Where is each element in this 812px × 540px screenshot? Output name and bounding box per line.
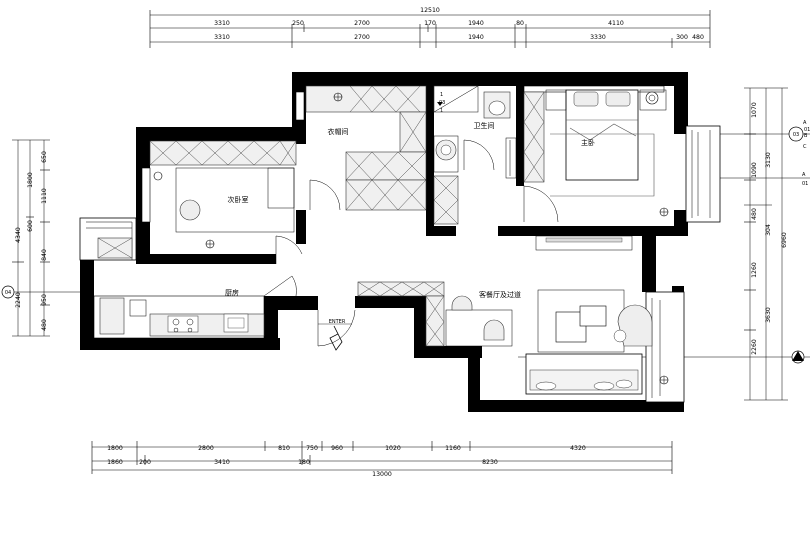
dim-left-i-1: 1110 [41,188,48,204]
dim-right-m-0: 3130 [765,152,772,168]
dim-right-m-1: 304 [765,224,772,236]
dim-top-r1-0: 3310 [214,20,230,27]
master-bedroom: 主卧 [523,89,669,223]
dim-bot-r2-4: 8230 [482,459,498,466]
dim-top-r1-4: 1940 [468,20,484,27]
dim-bot-r1-7: 4320 [570,445,586,452]
room-label-living: 客餐厅及过道 [479,290,521,299]
dim-top-r1-1: 250 [292,20,304,27]
bottom-dimension-lines: 1800 2800 810 750 960 1020 1160 4320 186… [91,441,673,478]
room-label-master: 主卧 [581,138,595,147]
study-plant-icon [153,171,163,181]
dim-bot-r1-3: 750 [306,445,318,452]
dim-right-i-5: 2260 [751,339,758,355]
dim-bot-r2-1: 200 [139,459,151,466]
dim-left-i-0: 650 [41,151,48,163]
dim-right-i-3: 1260 [751,262,758,278]
bath-num-1: 1 [440,92,443,98]
marker-top-code: 03 [793,132,799,138]
dim-bot-total: 13000 [372,471,392,478]
marker-top-c: C [803,144,807,150]
room-label-closet: 衣帽间 [328,127,349,136]
dim-top-r1-6: 4110 [608,20,624,27]
entry-area: ENTER [317,309,356,351]
dining-table-icon [445,309,513,347]
dim-right-i-1: 1090 [751,162,758,178]
fridge-icon [99,297,125,335]
dim-top-r2-1: 2700 [354,34,370,41]
study-room: 次卧室 [149,140,297,249]
left-marker-label: 04 [5,290,11,296]
dim-bot-r1-1: 2800 [198,445,214,452]
dim-right-o-0: 6960 [781,232,788,248]
right-dimension-lines: 1070 1090 480 1260 3630 2260 3130 304 69… [518,87,810,401]
entry-person-icon [329,325,343,351]
dim-left-o-0: 4340 [15,227,22,243]
right-section-marker-top [788,126,804,142]
marker-mid-a: A [802,172,806,178]
room-label-bathroom: 卫生间 [474,121,495,130]
left-dimension-lines: 4340 2240 1800 600 650 1110 840 950 480 … [1,139,90,337]
dim-top-r2-3: 3330 [590,34,606,41]
closet-room: 衣帽间 [305,85,427,211]
dim-top-total: 12510 [420,7,440,14]
tv-cabinet-icon [535,235,633,251]
stove-icon [167,315,199,333]
dim-bot-r1-2: 810 [278,445,290,452]
room-label-kitchen: 厨房 [225,288,239,297]
top-dimension-lines: 12510 3310 250 2700 170 1940 80 4110 331… [149,7,711,48]
marker-mid-code: 01 [802,181,808,187]
dim-right-i-4: 3630 [765,307,772,323]
study-chair-icon [179,199,201,221]
dim-left-o-1: 2240 [15,292,22,308]
kitchen-room: 厨房 [93,235,303,339]
dim-right-i-2: 480 [751,208,758,220]
entry-label: ENTER [329,319,346,325]
dim-bot-r1-6: 1160 [445,445,461,452]
dim-left-m-1: 600 [27,220,34,232]
master-lamp-icon [645,91,659,105]
dim-left-i-4: 480 [41,319,48,331]
dim-top-r1-3: 170 [424,20,436,27]
dim-top-r2-0: 3310 [214,34,230,41]
kitchen-sink-icon [223,313,249,333]
dim-top-r2-2: 1940 [468,34,484,41]
armchair-icon [617,304,653,347]
dim-top-r2-4: 300 [676,34,688,41]
dim-bot-r1-0: 1800 [107,445,123,452]
bath-num-2: 1 [440,108,443,114]
dim-top-r1-5: 80 [516,20,524,27]
dim-left-i-2: 840 [41,249,48,261]
dim-top-r1-2: 2700 [354,20,370,27]
bathroom-room: 1 1 03 卫生间 [433,85,517,225]
dim-bot-r2-2: 3410 [214,459,230,466]
dim-bot-r2-3: 180 [298,459,310,466]
living-room: 客餐厅及过道 [357,235,669,395]
marker-top-a: A [803,120,807,126]
room-label-study: 次卧室 [228,195,249,204]
left-section-marker [1,285,15,299]
dim-bot-r2-0: 1860 [107,459,123,466]
dim-left-i-3: 950 [41,294,48,306]
marker-top-code2: 01 [804,127,810,133]
dim-bot-r1-4: 960 [331,445,343,452]
dim-right-i-0: 1070 [751,102,758,118]
dim-bot-r1-5: 1020 [385,445,401,452]
dim-left-m-0: 1800 [27,172,34,188]
marker-top-b: B [804,133,808,139]
dim-top-r2-5: 480 [692,34,704,41]
